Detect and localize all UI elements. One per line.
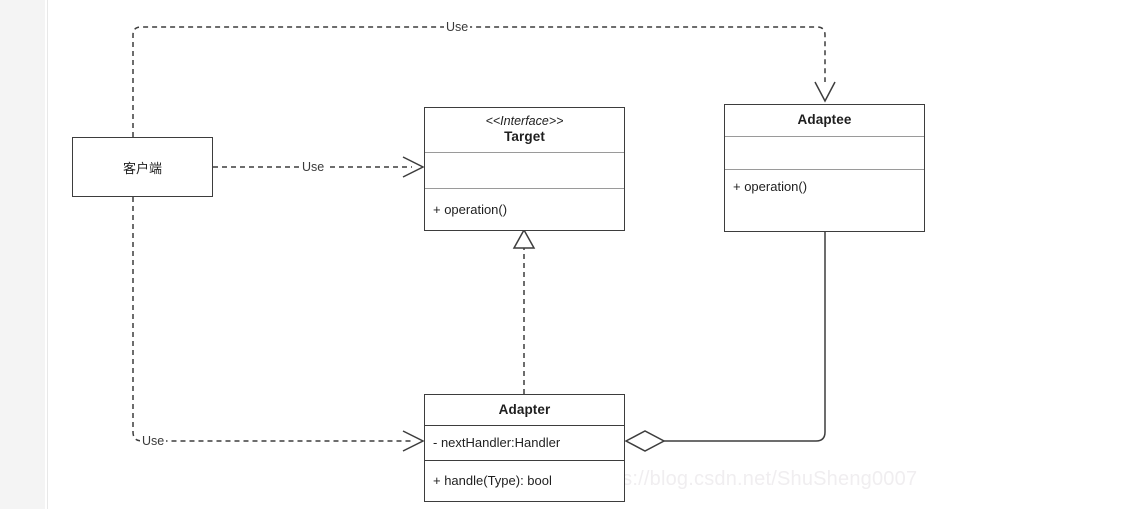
class-client-name: 客户端 (122, 160, 162, 176)
watermark-text: https://blog.csdn.net/ShuSheng0007 (588, 468, 918, 490)
left-gutter (0, 0, 45, 509)
class-adapter-header: Adapter (425, 395, 624, 425)
gutter-divider (47, 0, 48, 509)
class-adaptee-name: Adaptee (797, 112, 852, 128)
edge-label-use-bottom: Use (140, 434, 167, 448)
class-adaptee-header: Adaptee (725, 105, 924, 136)
class-adapter-name: Adapter (498, 401, 551, 417)
class-adaptee-operations: + operation() (725, 169, 924, 230)
class-target-stereotype: <<Interface>> (485, 113, 564, 128)
edge-adapter-realizes-target (512, 228, 536, 394)
class-adapter-attributes: - nextHandler:Handler (425, 425, 624, 460)
class-adaptee-operation-0: + operation() (733, 179, 808, 194)
class-adapter-attribute-0: - nextHandler:Handler (433, 435, 561, 451)
edge-label-use-middle: Use (300, 160, 327, 174)
class-adapter-operation-0: + handle(Type): bool (433, 473, 552, 489)
class-adapter-operations: + handle(Type): bool (425, 460, 624, 501)
class-target-header: <<Interface>> Target (425, 108, 624, 152)
class-target-name: Target (504, 129, 545, 145)
class-box-client[interactable]: 客户端 (72, 137, 213, 197)
class-target-operations: + operation() (425, 188, 624, 230)
class-box-target[interactable]: <<Interface>> Target + operation() (424, 107, 625, 231)
class-adaptee-attributes (725, 136, 924, 169)
edge-client-to-adaptee (132, 26, 836, 137)
edge-adapter-aggregates-adaptee (624, 232, 826, 452)
class-target-attributes (425, 152, 624, 188)
class-box-adapter[interactable]: Adapter - nextHandler:Handler + handle(T… (424, 394, 625, 502)
class-target-operation-0: + operation() (433, 201, 508, 217)
edge-label-use-top: Use (444, 20, 471, 34)
edge-client-to-adapter (132, 197, 425, 452)
class-box-adaptee[interactable]: Adaptee + operation() (724, 104, 925, 232)
